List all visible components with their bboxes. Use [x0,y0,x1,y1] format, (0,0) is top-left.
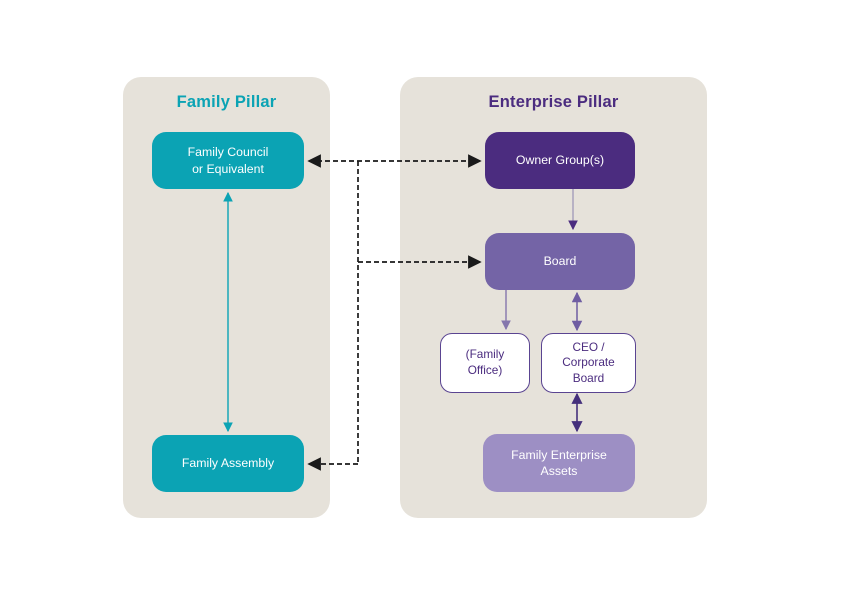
enterprise-pillar-title: Enterprise Pillar [488,93,619,111]
owner-group-box: Owner Group(s) [485,132,635,189]
family-enterprise-assets-box: Family Enterprise Assets [483,434,635,492]
family-pillar-title: Family Pillar [176,93,277,111]
family-council-box: Family Council or Equivalent [152,132,304,189]
ceo-corporate-board-box: CEO / Corporate Board [541,333,636,393]
board-box: Board [485,233,635,290]
family-assembly-box: Family Assembly [152,435,304,492]
family-office-box: (Family Office) [440,333,530,393]
family-pillar-panel: Family Pillar Family Council or Equivale… [123,77,330,518]
enterprise-pillar-panel: Enterprise Pillar Owner Group(s) Board (… [400,77,707,518]
